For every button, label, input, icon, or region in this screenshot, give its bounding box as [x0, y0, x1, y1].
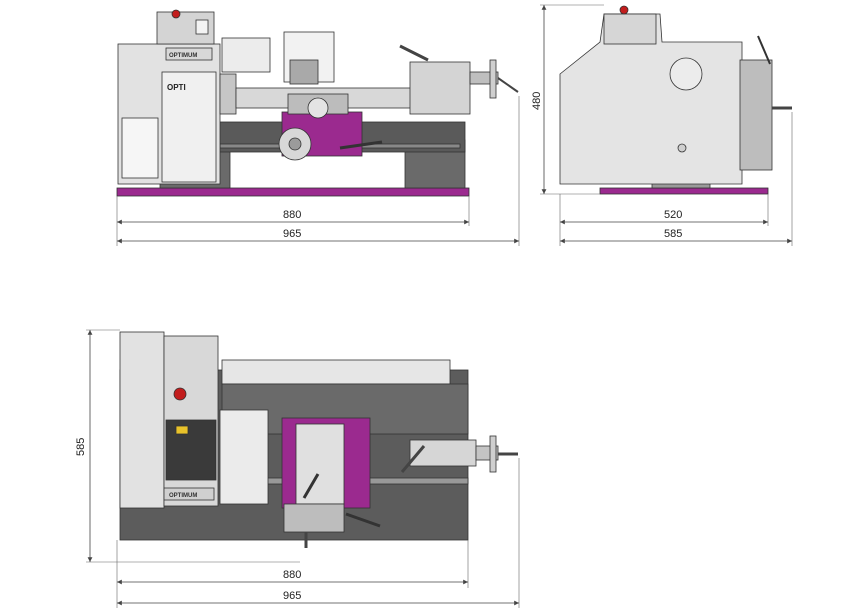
side-dim-total-label: 585: [664, 228, 682, 240]
front-chuck: [219, 73, 237, 115]
front-dim-total-label: 965: [283, 228, 301, 240]
front-tailstock: [409, 61, 471, 115]
side-tailstock-end: [739, 59, 773, 171]
top-emergency-stop-icon[interactable]: [173, 387, 187, 401]
side-emergency-stop-icon[interactable]: [619, 5, 629, 15]
front-dim-bed-label: 880: [283, 209, 301, 221]
side-drain-icon: [677, 143, 687, 153]
side-control-box: [603, 13, 657, 45]
top-bed: [221, 359, 451, 385]
side-base-plate: [599, 187, 769, 195]
front-brand-plate-text: OPTIMUM: [169, 53, 197, 59]
top-brand-plate: [163, 487, 215, 501]
side-body: [559, 13, 743, 185]
front-cross-slide-wheel-icon[interactable]: [307, 97, 329, 119]
front-gear-chart: [121, 117, 159, 179]
side-view: 480 520 585: [531, 4, 793, 246]
front-base-plate: [116, 187, 470, 197]
top-dim-total-label: 965: [283, 590, 301, 602]
top-switch-icon[interactable]: [175, 425, 189, 435]
top-tailstock-wheel-disc: [489, 435, 497, 473]
top-tailstock: [409, 439, 477, 467]
top-headstock-cabinet: [119, 331, 165, 509]
side-handle-icon[interactable]: [757, 35, 771, 65]
top-view: OPTIMUM 585 880 965: [75, 329, 520, 608]
front-tailstock-lever-icon[interactable]: [399, 44, 429, 62]
top-brand-plate-text: OPTIMUM: [169, 493, 197, 499]
side-motor-cover-icon: [669, 57, 703, 91]
side-dim-depth-label: 520: [664, 209, 682, 221]
front-panel-brand-text: OPTI: [167, 83, 186, 92]
top-dim-depth-label: 585: [75, 438, 87, 456]
front-switch-icon[interactable]: [195, 19, 209, 35]
front-view: OPTIMUM OPTI 880 965: [116, 9, 520, 246]
top-carriage-base: [283, 503, 345, 533]
front-tailstock-wheel-icon[interactable]: [497, 77, 519, 93]
top-toolpost-lever-icon[interactable]: [302, 473, 320, 499]
side-dim-height-label: 480: [531, 92, 543, 110]
front-tailstock-wheel-disc: [489, 59, 497, 99]
front-emergency-stop-icon[interactable]: [171, 9, 181, 19]
front-apron-lever-icon[interactable]: [339, 140, 383, 150]
top-toolpost-guard: [295, 423, 345, 505]
front-chuck-guard: [221, 37, 271, 73]
front-toolpost: [289, 59, 319, 85]
top-chuck-guard: [219, 409, 269, 505]
front-headstock-panel: [161, 71, 217, 183]
top-switch-box: [165, 419, 217, 481]
front-brand-plate: [165, 47, 213, 61]
top-tailstock-lever-icon[interactable]: [400, 445, 426, 473]
front-apron-handwheel-hub: [288, 137, 302, 151]
top-cross-slide-lever-icon[interactable]: [345, 512, 381, 528]
top-dim-bed-label: 880: [283, 569, 301, 581]
